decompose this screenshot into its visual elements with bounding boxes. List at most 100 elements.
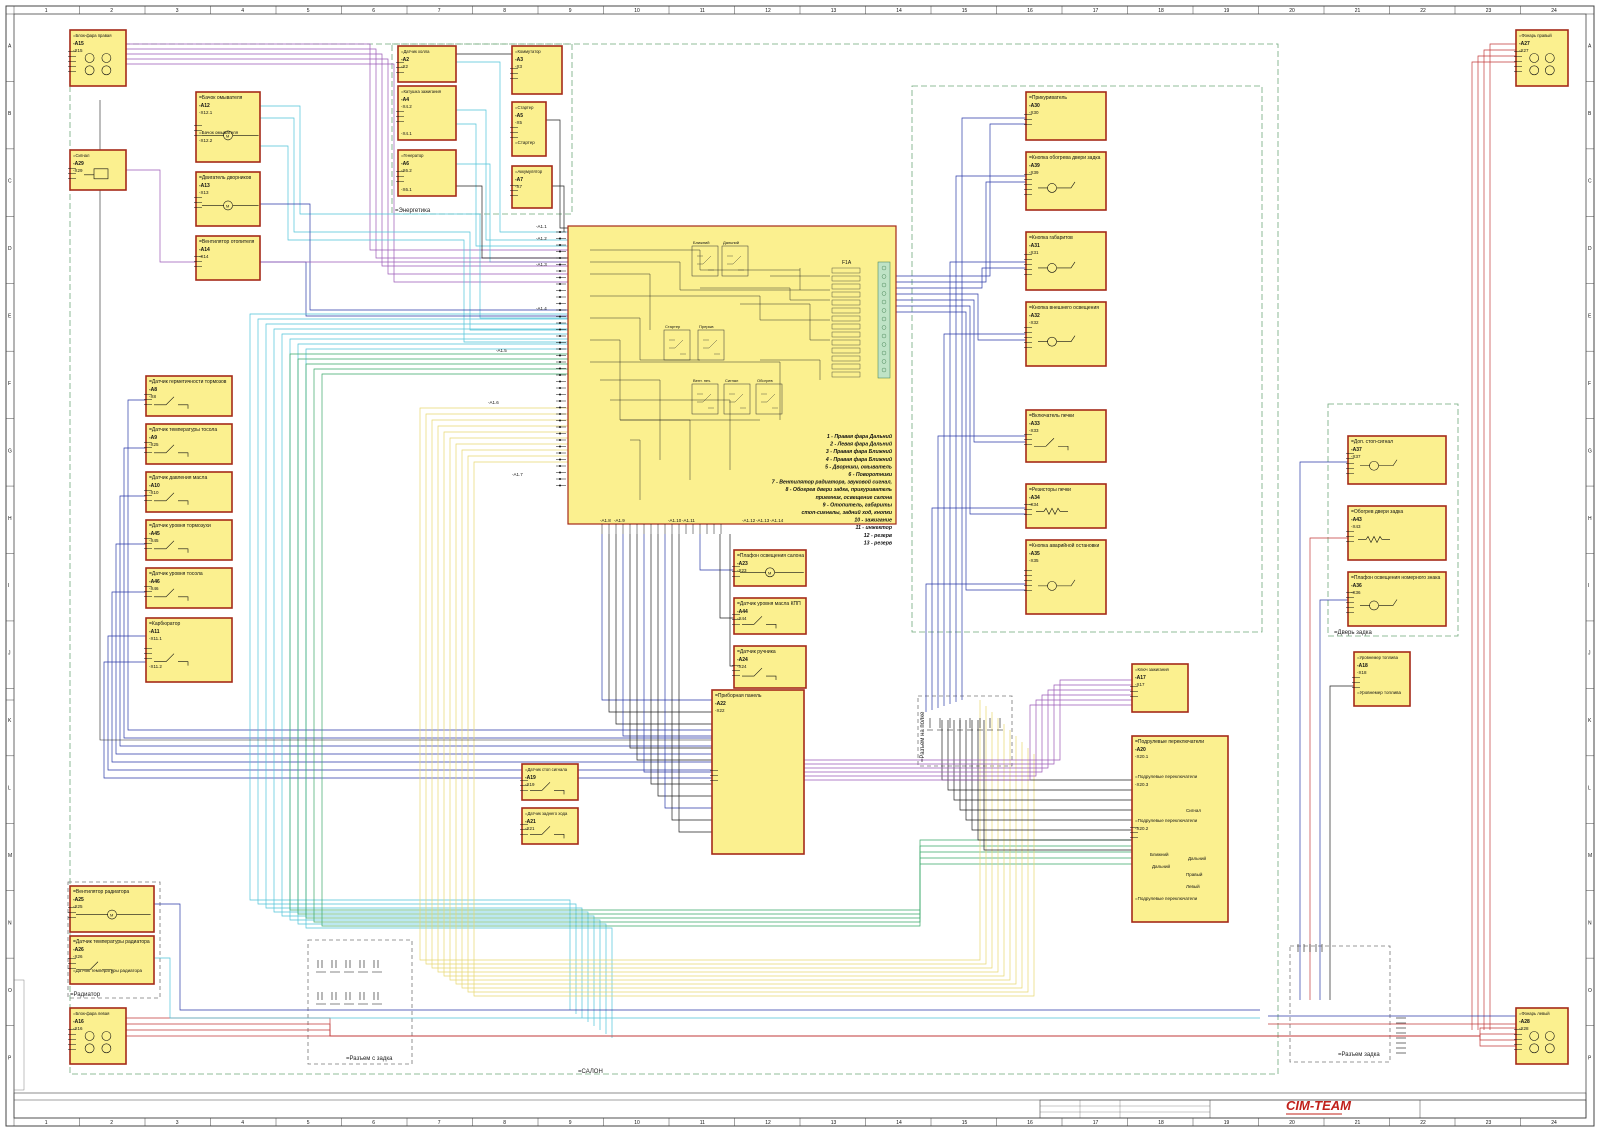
legend-line: 11 - инжектор	[855, 525, 892, 531]
component-title-4: =Подрулевые переключатели	[1135, 896, 1198, 901]
connector-symbol	[997, 718, 1003, 731]
column-number-top: 4	[241, 8, 244, 14]
wire	[650, 534, 712, 785]
component-pin: -X21	[525, 826, 535, 831]
fusebox-connector-label: -A1.14	[770, 518, 784, 523]
switch-icon	[1360, 459, 1398, 467]
connector-pin-dot	[559, 270, 561, 272]
relay-label: Сигнал	[725, 378, 739, 383]
component-box	[1515, 1007, 1569, 1065]
component-box	[1025, 483, 1107, 529]
relay-label: Дальний	[723, 240, 739, 245]
column-number-bottom: 23	[1486, 1120, 1492, 1126]
column-number-bottom: 14	[896, 1120, 902, 1126]
wire	[297, 343, 607, 1034]
wire	[1483, 49, 1516, 1030]
fuse	[831, 283, 861, 290]
row-letter-right: N	[1588, 920, 1592, 926]
wire	[608, 534, 712, 713]
component-pin: -X24	[737, 664, 747, 669]
wire	[712, 704, 1132, 781]
wire	[719, 534, 734, 619]
zone-label-dver-zadka: =Дверь задка	[1334, 630, 1373, 636]
lamp-icon	[1529, 1043, 1539, 1054]
component-a34: =Резисторы печки-A34-X34	[1024, 483, 1107, 529]
component-pin: -X25	[73, 904, 83, 909]
column-number-top: 12	[765, 8, 771, 14]
column-number-top: 17	[1093, 8, 1099, 14]
column-number-top: 19	[1224, 8, 1230, 14]
component-a3: =Коммутатор-A3-X3	[510, 45, 563, 95]
connector-symbol	[344, 992, 354, 1005]
component-title: =Фонарь левый	[1519, 1011, 1550, 1016]
wire	[119, 495, 712, 747]
component-title: =Датчик температуры радиатора	[73, 939, 150, 945]
legend-line: 6 - Поворотники	[848, 472, 892, 478]
row-letter-left: N	[8, 920, 12, 926]
component-box	[145, 567, 233, 609]
wire	[961, 117, 1026, 700]
component-a6: =Генератор-A6-X6.2-X6.1	[396, 149, 457, 197]
component-a17: =Ключ зажигания-A17-X17	[1130, 663, 1189, 713]
component-tag: -A27	[1519, 41, 1530, 47]
connector-symbol	[330, 960, 340, 973]
column-number-top: 15	[962, 8, 968, 14]
component-title: =Блок-фара левая	[73, 1011, 109, 1016]
column-number-bottom: 24	[1551, 1120, 1557, 1126]
wire	[126, 48, 568, 259]
switch-icon	[154, 540, 189, 553]
component-title: =Резисторы печки	[1029, 487, 1071, 493]
internal-trace	[590, 361, 781, 420]
wire	[467, 455, 1029, 993]
column-number-bottom: 1	[45, 1120, 48, 1126]
component-title: =Датчик заднего хода	[525, 811, 568, 816]
component-title: =Прикуриватель	[1029, 95, 1067, 101]
wire	[657, 534, 712, 797]
wire	[461, 449, 1023, 989]
component-tag: -A9	[149, 435, 157, 441]
connector-pin-dot	[559, 348, 561, 350]
component-pin: -X20.1	[1135, 754, 1149, 759]
relay-contact	[669, 339, 686, 355]
legend-line: стоп-сигналы, задний ход, кнопки	[802, 509, 893, 516]
column-number-top: 11	[700, 8, 705, 14]
connector-symbol	[316, 960, 326, 973]
row-letter-left: L	[8, 786, 11, 792]
component-title: =Блок-фара правая	[73, 33, 112, 38]
connector-pin-dot	[559, 296, 561, 298]
wire	[931, 507, 1026, 710]
component-tag: -A3	[515, 57, 523, 63]
row-letter-right: E	[1588, 313, 1592, 319]
row-letter-left: E	[8, 313, 12, 319]
component-box	[1025, 91, 1107, 141]
fuse-strip-pin	[881, 316, 887, 322]
component-tag: -A46	[149, 579, 160, 585]
fuse-strip-pin	[881, 333, 887, 339]
wire	[896, 181, 1026, 283]
zone-label-salon: =САЛОН	[578, 1069, 603, 1075]
wire	[601, 534, 712, 701]
switch-icon	[1038, 261, 1076, 269]
internal-trace	[590, 295, 830, 321]
component-a16: =Блок-фара левая-A16-X16	[68, 1007, 127, 1065]
internal-trace	[590, 261, 830, 291]
a20-near-label: Ближний	[1150, 851, 1169, 857]
connector-pin-dot	[559, 263, 561, 266]
wire	[712, 689, 1132, 769]
wire	[678, 534, 712, 833]
legend-line: 2 - Левая фара Дальний	[829, 441, 893, 448]
row-letter-left: I	[8, 583, 9, 589]
column-number-bottom: 22	[1420, 1120, 1426, 1126]
wires	[99, 43, 1516, 1054]
wire	[965, 720, 1132, 821]
component-tag: -A16	[73, 1019, 84, 1025]
wire	[712, 684, 1132, 765]
connector-pin-dot	[559, 315, 561, 318]
wire	[955, 175, 1026, 702]
row-letter-right: C	[1588, 179, 1592, 185]
component-pin: -X7	[515, 184, 523, 189]
lamp-icon	[1545, 65, 1555, 76]
wire	[664, 534, 712, 809]
wire	[443, 431, 1005, 977]
